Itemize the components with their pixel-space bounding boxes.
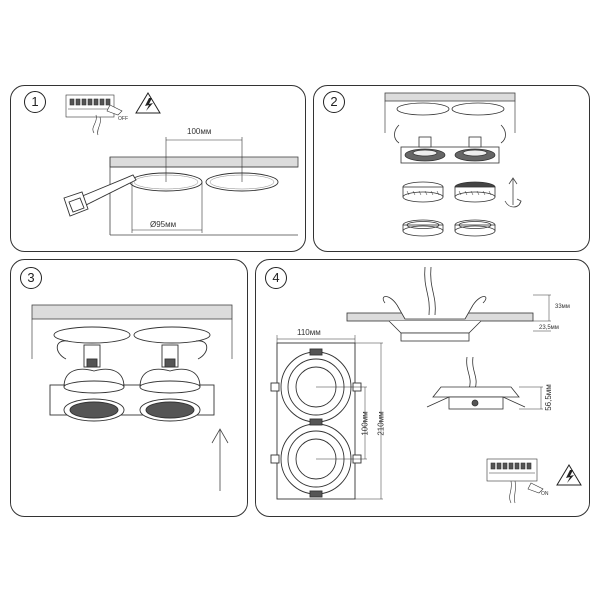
gx53-lamps	[402, 181, 496, 203]
switch-off-label: OFF	[118, 116, 128, 122]
push-up-arrow-icon	[211, 428, 229, 491]
circuit-breaker-icon	[65, 94, 115, 136]
warning-icon	[135, 92, 161, 114]
top-height-label: 33мм	[555, 304, 570, 310]
spacing-dimension	[165, 137, 243, 182]
sockets	[83, 344, 179, 368]
luminaire-body	[49, 368, 215, 422]
front-view-frame	[270, 342, 362, 500]
step-1-drawing	[10, 85, 306, 252]
side-view-depth	[426, 356, 543, 410]
ceiling-board	[31, 304, 233, 320]
step-4-drawing	[255, 259, 590, 517]
spacing-label: 100мм	[187, 127, 212, 136]
mounting-frame	[400, 136, 500, 164]
switch-on-label: ON	[541, 491, 549, 497]
side-view-installed	[346, 266, 551, 342]
step-2-drawing	[313, 85, 590, 252]
decorative-rings	[402, 219, 496, 237]
width-label: 110мм	[297, 328, 321, 337]
height-label: 210мм	[376, 411, 386, 436]
cutout-label: Ø95мм	[150, 220, 177, 229]
circuit-breaker-icon	[486, 458, 538, 504]
saw-icon	[63, 174, 137, 217]
step-number: 1	[24, 91, 46, 113]
warning-icon	[556, 464, 582, 486]
step-2-panel: 2	[313, 85, 590, 252]
depth-label: 56,5мм	[543, 384, 553, 411]
step-number: 4	[265, 267, 287, 289]
ceiling-board	[109, 156, 299, 236]
step-3-drawing	[10, 259, 248, 517]
hand-icon	[106, 104, 123, 116]
hand-icon	[527, 482, 544, 494]
step-number: 3	[20, 267, 42, 289]
cutout-dimension	[131, 182, 203, 233]
rotate-arrow-icon	[504, 177, 522, 208]
front-view-dimensions	[276, 335, 383, 500]
step-3-panel: 3	[10, 259, 248, 517]
step-4-panel: 4 110мм 100мм 210мм 33мм 23,5мм 56,5мм O…	[255, 259, 590, 517]
flange-label: 23,5мм	[539, 325, 559, 331]
step-number: 2	[323, 91, 345, 113]
ceiling-board	[384, 92, 516, 102]
step-1-panel: 1 100мм Ø95мм OFF	[10, 85, 306, 252]
pitch-label: 100мм	[360, 411, 370, 436]
